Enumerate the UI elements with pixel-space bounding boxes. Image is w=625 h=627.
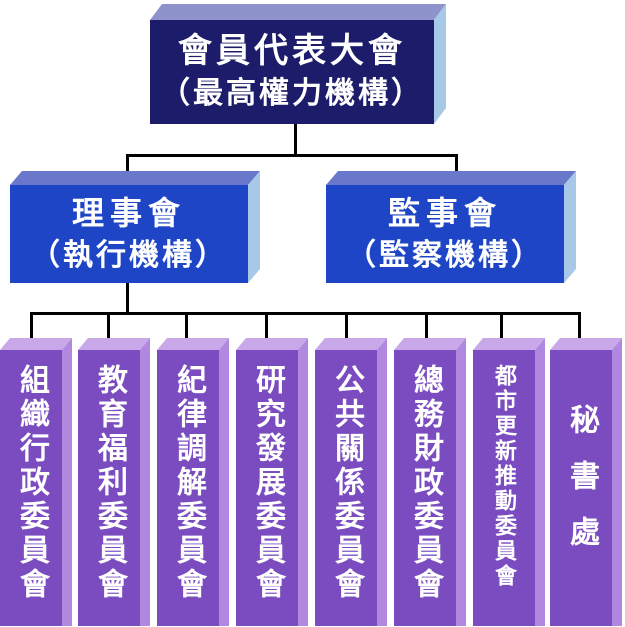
council-note: （執行機構） bbox=[30, 238, 228, 273]
connector-committee-8 bbox=[578, 312, 581, 342]
box-top-face bbox=[236, 338, 308, 350]
committee-name: 公共關係委員會 bbox=[329, 364, 364, 602]
box-top-face bbox=[150, 4, 446, 20]
box-side-face bbox=[612, 338, 622, 626]
committee-box-discipline: 紀律調解委員會 bbox=[157, 338, 229, 626]
general-assembly-box: 會員代表大會 （最高權力機構） bbox=[150, 4, 446, 124]
box-front-face: 公共關係委員會 bbox=[315, 350, 377, 626]
box-side-face bbox=[456, 338, 466, 626]
council-name: 理事會 bbox=[71, 194, 186, 232]
box-front-face: 理事會 （執行機構） bbox=[10, 185, 248, 283]
committee-name: 研究發展委員會 bbox=[250, 364, 285, 602]
box-side-face bbox=[564, 171, 576, 283]
box-front-face: 組織行政委員會 bbox=[0, 350, 62, 626]
box-top-face bbox=[394, 338, 466, 350]
committee-box-finance: 總務財政委員會 bbox=[394, 338, 466, 626]
connector-committee-4 bbox=[265, 312, 268, 342]
connector-committee-3 bbox=[185, 312, 188, 342]
connector-committee-7 bbox=[500, 312, 503, 342]
connector-council-down bbox=[126, 283, 129, 314]
box-front-face: 會員代表大會 （最高權力機構） bbox=[150, 20, 434, 124]
secretariat-name: 秘書處 bbox=[564, 404, 599, 572]
committee-box-urban-renewal: 都市更新推動委員會 bbox=[473, 338, 545, 626]
connector-committee-2 bbox=[107, 312, 110, 342]
connector-top-horizontal bbox=[126, 154, 458, 157]
box-side-face bbox=[298, 338, 308, 626]
committee-name: 組織行政委員會 bbox=[14, 364, 49, 602]
box-front-face: 紀律調解委員會 bbox=[157, 350, 219, 626]
connector-committee-1 bbox=[30, 312, 33, 342]
secretariat-box: 秘書處 bbox=[550, 338, 622, 626]
committee-box-public-relations: 公共關係委員會 bbox=[315, 338, 387, 626]
box-top-face bbox=[473, 338, 545, 350]
committee-box-education: 教育福利委員會 bbox=[78, 338, 150, 626]
box-side-face bbox=[140, 338, 150, 626]
box-side-face bbox=[434, 4, 446, 124]
supervisory-board-box: 監事會 （監察機構） bbox=[326, 171, 576, 283]
box-top-face bbox=[550, 338, 622, 350]
supervisory-board-note: （監察機構） bbox=[346, 238, 544, 273]
committee-name: 總務財政委員會 bbox=[408, 364, 443, 602]
connector-committees-horizontal bbox=[30, 312, 581, 315]
box-top-face bbox=[0, 338, 72, 350]
connector-to-supervisory bbox=[455, 154, 458, 174]
box-side-face bbox=[219, 338, 229, 626]
connector-committee-6 bbox=[425, 312, 428, 342]
council-box: 理事會 （執行機構） bbox=[10, 171, 260, 283]
committee-name: 教育福利委員會 bbox=[92, 364, 127, 602]
supervisory-board-name: 監事會 bbox=[387, 194, 502, 232]
box-front-face: 教育福利委員會 bbox=[78, 350, 140, 626]
box-front-face: 都市更新推動委員會 bbox=[473, 350, 535, 626]
connector-committee-5 bbox=[345, 312, 348, 342]
box-top-face bbox=[78, 338, 150, 350]
committee-name: 都市更新推動委員會 bbox=[491, 364, 517, 589]
box-front-face: 監事會 （監察機構） bbox=[326, 185, 564, 283]
box-side-face bbox=[377, 338, 387, 626]
connector-top-down bbox=[294, 124, 297, 156]
box-side-face bbox=[248, 171, 260, 283]
committee-box-organization: 組織行政委員會 bbox=[0, 338, 72, 626]
box-top-face bbox=[326, 171, 576, 185]
committee-name: 紀律調解委員會 bbox=[171, 364, 206, 602]
box-side-face bbox=[62, 338, 72, 626]
connector-to-council bbox=[126, 154, 129, 174]
box-top-face bbox=[157, 338, 229, 350]
committee-box-research: 研究發展委員會 bbox=[236, 338, 308, 626]
general-assembly-note: （最高權力機構） bbox=[160, 76, 424, 111]
box-top-face bbox=[315, 338, 387, 350]
box-top-face bbox=[10, 171, 260, 185]
box-front-face: 總務財政委員會 bbox=[394, 350, 456, 626]
box-front-face: 秘書處 bbox=[550, 350, 612, 626]
box-side-face bbox=[535, 338, 545, 626]
box-front-face: 研究發展委員會 bbox=[236, 350, 298, 626]
general-assembly-name: 會員代表大會 bbox=[178, 31, 406, 71]
